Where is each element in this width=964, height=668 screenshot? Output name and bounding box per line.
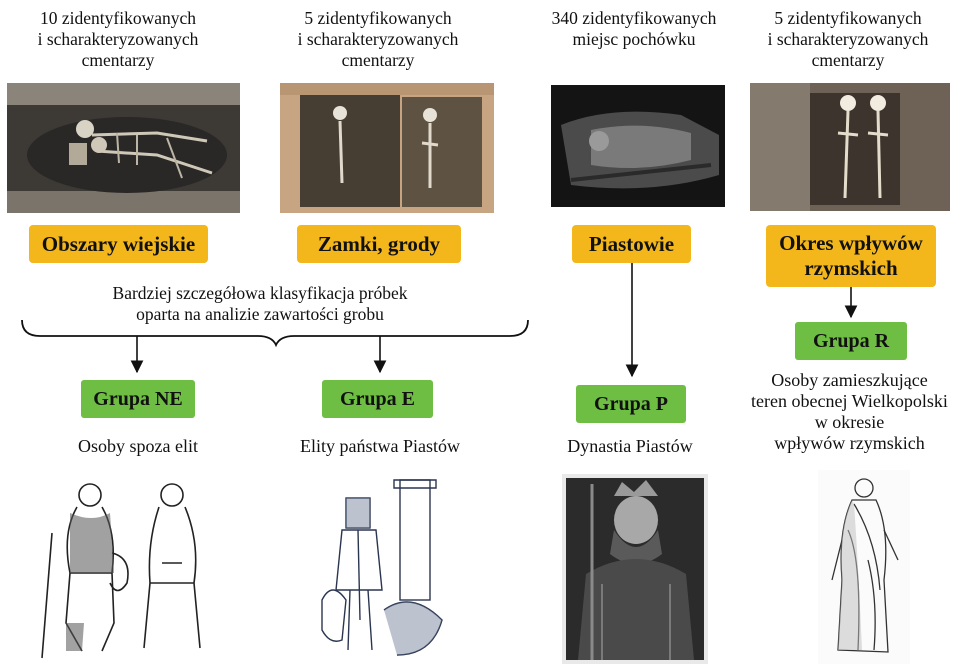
excavation-photo-two-graves [280,83,494,213]
group-e-box: Grupa E [322,380,433,418]
caption-roman: 5 zidentyfikowanych i scharakteryzowanyc… [732,8,964,71]
category-roman-influence: Okres wpływów rzymskich [766,225,936,287]
group-r-box: Grupa R [795,322,907,360]
category-piasts: Piastowie [572,225,691,263]
category-castles-strongholds: Zamki, grody [297,225,461,263]
group-e-description: Elity państwa Piastów [268,436,492,457]
caption-rural: 10 zidentyfikowanych i scharakteryzowany… [2,8,234,71]
excavation-photo-two-skeletons [750,83,950,211]
roman-toga-figure-drawing [818,470,910,664]
piast-king-portrait [562,474,708,664]
caption-piasts: 340 zidentyfikowanych miejsc pochówku [518,8,750,50]
group-r-description: Osoby zamieszkujące teren obecnej Wielko… [735,370,964,454]
category-rural-areas: Obszary wiejskie [29,225,208,263]
peasants-drawing [22,473,230,663]
sarcophagus-effigy-photo [551,85,725,207]
group-p-box: Grupa P [576,385,686,423]
brace-annotation: Bardziej szczegółowa klasyfikacja próbek… [60,283,460,325]
excavation-photo-couple-skeletons [7,83,240,213]
group-p-description: Dynastia Piastów [530,436,730,457]
group-ne-box: Grupa NE [81,380,195,418]
knight-and-tower-drawing [302,470,454,662]
group-ne-description: Osoby spoza elit [30,436,246,457]
caption-castles: 5 zidentyfikowanych i scharakteryzowanyc… [260,8,496,71]
